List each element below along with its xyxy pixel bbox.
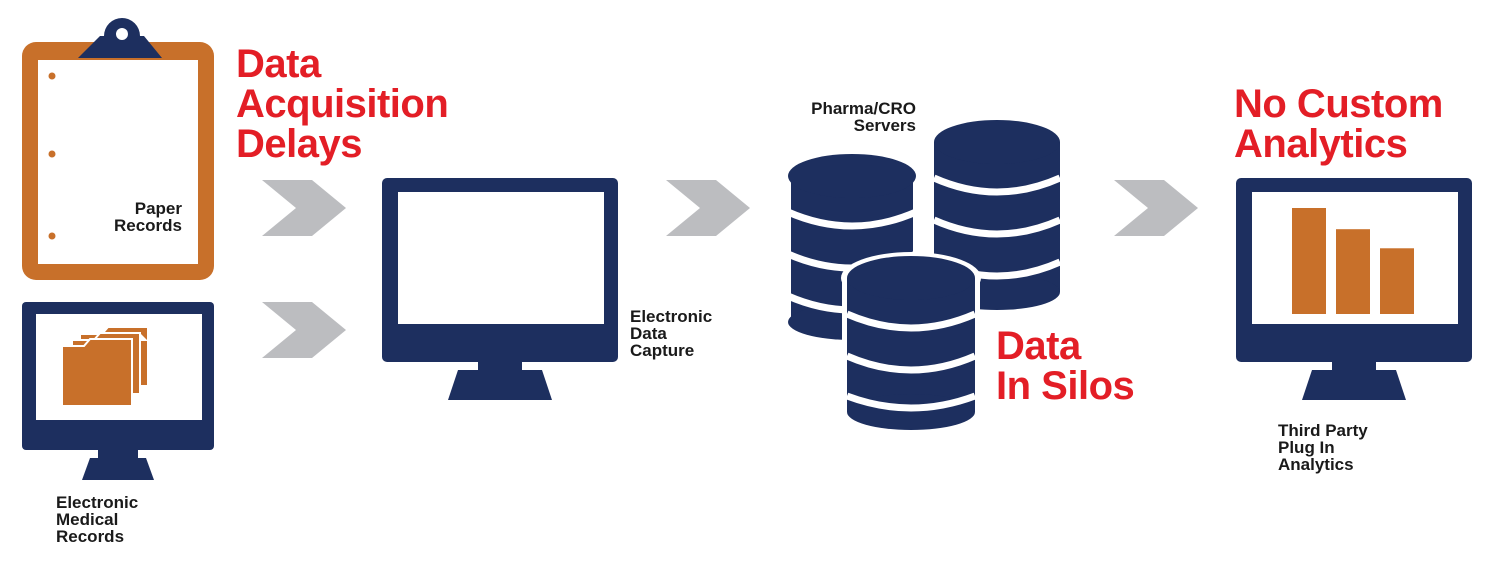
title-line: Delays: [236, 122, 362, 166]
acquisition-delays-title: Data Acquisition Delays: [236, 42, 449, 166]
label-line: Capture: [630, 341, 695, 360]
label-line: Records: [56, 527, 125, 546]
label-line: Electronic: [56, 493, 139, 512]
label-line: Servers: [853, 116, 916, 135]
data-in-silos-title: Data In Silos: [996, 324, 1135, 408]
bar-chart-icon: [1292, 208, 1414, 314]
paper-records-label: Paper Records: [108, 200, 182, 234]
no-custom-analytics-title: No Custom Analytics: [1234, 84, 1443, 164]
edc-label: Electronic Data Capture: [630, 308, 712, 359]
title-line: Acquisition: [236, 82, 449, 126]
emr-monitor-icon: [22, 302, 214, 480]
label-line: Third Party: [1278, 421, 1368, 440]
title-line: Analytics: [1234, 122, 1408, 166]
label-line: Data: [630, 324, 667, 343]
label-line: Pharma/CRO: [811, 99, 916, 118]
emr-label: Electronic Medical Records: [56, 494, 138, 545]
monitor-icon: [382, 178, 618, 400]
servers-label: Pharma/CRO Servers: [790, 100, 916, 134]
label-line: Medical: [56, 510, 119, 529]
label-line: Analytics: [1278, 455, 1354, 474]
label-line: Records: [113, 216, 182, 235]
title-line: Data: [996, 324, 1081, 368]
title-line: Data: [236, 42, 321, 86]
clipboard-icon: [22, 18, 214, 280]
analytics-monitor-icon: [1236, 178, 1472, 400]
third-party-analytics-label: Third Party Plug In Analytics: [1278, 422, 1368, 473]
title-line: In Silos: [996, 364, 1135, 408]
label-line: Electronic: [630, 307, 713, 326]
bar-3: [1380, 248, 1414, 314]
bar-1: [1292, 208, 1326, 314]
database-icon: [784, 120, 1062, 430]
folder-stack-icon: [61, 326, 149, 407]
title-line: No Custom: [1234, 82, 1443, 126]
chevron-arrow-icon: [262, 180, 1198, 358]
label-line: Plug In: [1278, 438, 1335, 457]
label-line: Paper: [134, 199, 182, 218]
bar-2: [1336, 229, 1370, 314]
